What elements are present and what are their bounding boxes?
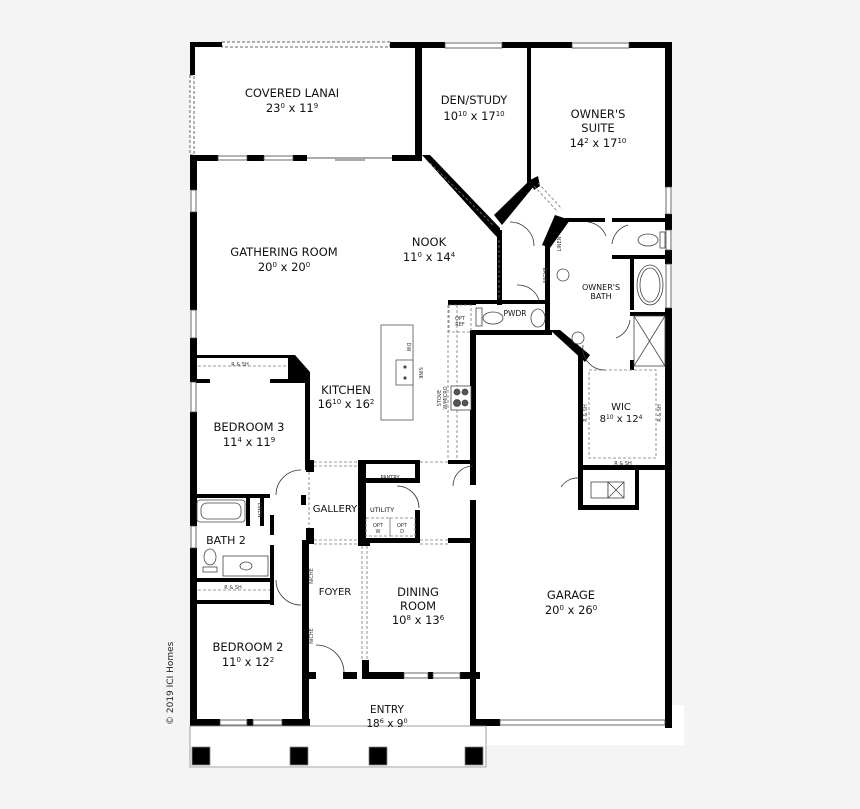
room-name-bedroom-3: BEDROOM 3 <box>214 420 285 434</box>
label-r-sh-wic-right: R & SH <box>657 404 663 422</box>
label-niche-foyer-2: NICHE <box>309 628 315 644</box>
sliding-door <box>307 157 392 161</box>
label-niche-foyer-1: NICHE <box>309 568 315 584</box>
label-opt-w-2: W <box>376 529 381 535</box>
room-dims-bedroom-3: 114 x 119 <box>223 435 275 449</box>
label-stove: STOVE <box>437 390 443 407</box>
windows <box>190 42 672 726</box>
label-niche-hall: NICHE <box>543 267 549 283</box>
porch-columns <box>191 746 484 766</box>
label-opt-w: OPT <box>373 523 384 529</box>
label-linen-bath2: LINEN <box>256 503 262 518</box>
label-r-sh-bed2: R & SH <box>224 585 242 591</box>
room-dims-nook: 110 x 144 <box>403 250 456 264</box>
label-r-sh-wic-left: R & SH <box>583 404 589 422</box>
room-dims-entry: 186 x 90 <box>366 717 407 730</box>
room-dims-wic: 810 x 124 <box>600 414 643 425</box>
label-pantry: PANTRY <box>380 475 400 481</box>
label-bath-2: BATH 2 <box>206 534 246 547</box>
minor-labels: GALLERY FOYER BATH 2 UTILITY OWNER'S BAT… <box>206 236 663 644</box>
stove <box>450 385 472 411</box>
label-sink: SINK <box>417 367 423 379</box>
walls <box>190 42 672 728</box>
room-name-bedroom-2: BEDROOM 2 <box>213 640 284 654</box>
room-name-kitchen: KITCHEN <box>321 383 371 397</box>
label-opt-d: OPT <box>397 523 408 529</box>
label-r-sh-wic: R & SH <box>614 461 632 467</box>
room-name-gathering-room: GATHERING ROOM <box>230 245 337 259</box>
room-name-garage: GARAGE <box>547 588 595 602</box>
label-owners-bath: OWNER'S <box>582 283 620 292</box>
label-opt-ref: OPT <box>455 316 466 322</box>
room-dims-dining-room: 108 x 136 <box>392 613 445 627</box>
copyright-notice: © 2019 ICI Homes <box>166 641 176 725</box>
room-name-owners-suite: OWNER'S <box>571 107 626 121</box>
label-owners-bath-2: BATH <box>590 292 611 301</box>
label-foyer: FOYER <box>319 587 352 598</box>
room-name-dining-room-2: ROOM <box>400 599 436 613</box>
label-gallery: GALLERY <box>313 504 358 515</box>
kitchen-island <box>380 324 414 421</box>
room-dims-gathering-room: 200 x 200 <box>258 260 310 274</box>
room-dims-kitchen: 1610 x 162 <box>318 397 375 411</box>
room-name-covered-lanai: COVERED LANAI <box>245 86 339 100</box>
room-dims-covered-lanai: 230 x 119 <box>266 101 318 115</box>
room-name-entry: ENTRY <box>370 704 405 716</box>
room-name-owners-suite-2: SUITE <box>581 121 614 135</box>
room-dims-owners-suite: 142 x 1710 <box>570 136 627 150</box>
label-opt-ref-2: REF <box>455 322 465 328</box>
room-name-dining-room: DINING <box>397 585 439 599</box>
room-name-wic: WIC <box>611 402 631 413</box>
fixtures <box>196 231 666 577</box>
porch-outline <box>189 725 487 768</box>
room-dims-garage: 200 x 260 <box>545 603 597 617</box>
room-labels: COVERED LANAI 230 x 119 DEN/STUDY 1010 x… <box>213 86 643 730</box>
label-r-sh-bed3: R & SH <box>231 362 249 368</box>
room-dims-bedroom-2: 110 x 122 <box>222 655 274 669</box>
room-name-nook: NOOK <box>412 235 447 249</box>
room-dims-den-study: 1010 x 1710 <box>443 109 504 123</box>
door-swings <box>275 221 631 673</box>
label-dw: DW <box>405 343 411 352</box>
label-opt-d-2: D <box>400 529 404 535</box>
label-pwdr: PWDR <box>504 309 527 318</box>
label-utility: UTILITY <box>370 506 394 514</box>
label-linen-owner: LINEN <box>557 236 563 251</box>
room-name-den-study: DEN/STUDY <box>441 93 509 107</box>
label-stove-2: W/MICRO <box>443 386 449 409</box>
